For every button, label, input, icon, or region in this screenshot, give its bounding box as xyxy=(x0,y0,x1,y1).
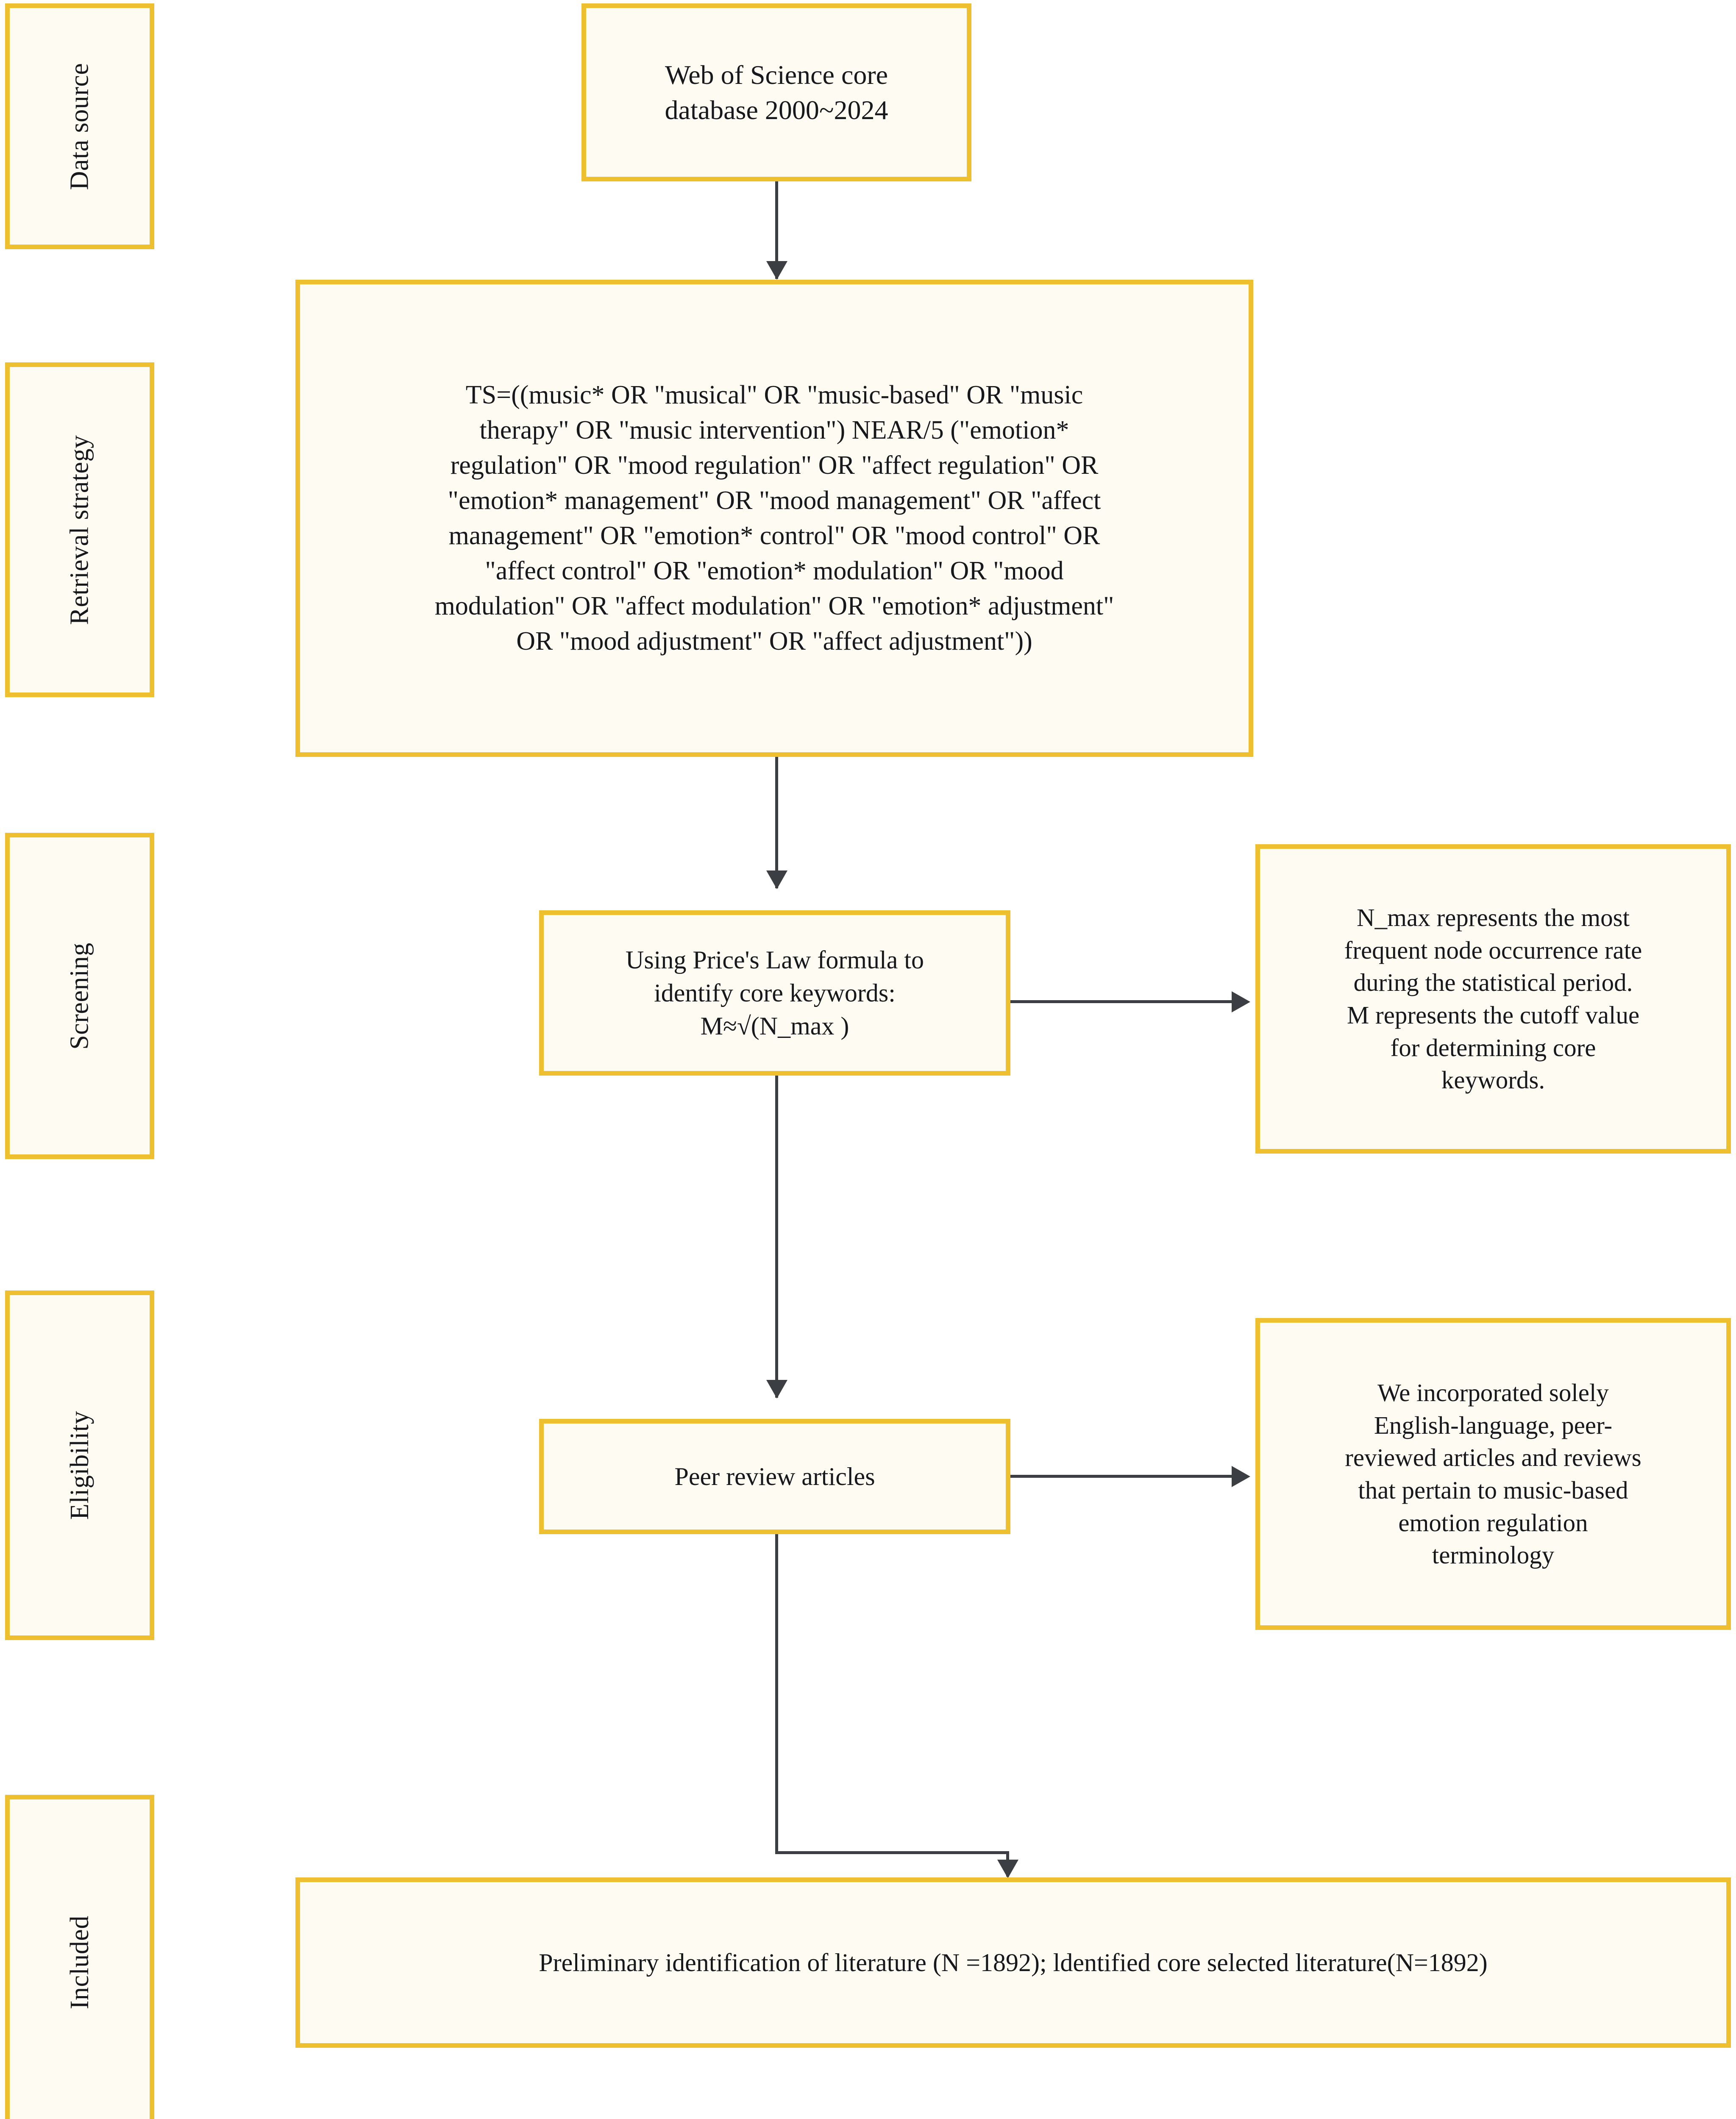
connector-query-to-price-line xyxy=(775,757,778,888)
connector-peer-to-included-vertical xyxy=(775,1534,778,1854)
box-inclusion-criteria: We incorporated solely English-language,… xyxy=(1255,1318,1731,1630)
connector-peer-to-criteria-arrowhead xyxy=(1232,1466,1250,1487)
stage-label-included: Included xyxy=(5,1795,154,2119)
box-data-source: Web of Science core database 2000~2024 xyxy=(581,3,971,181)
box-retrieval-query-text: TS=((music* OR "musical" OR "music-based… xyxy=(434,380,1114,656)
stage-label-text: Included xyxy=(65,1915,94,2009)
stage-label-text: Screening xyxy=(65,942,94,1050)
connector-source-to-query-line xyxy=(775,181,778,279)
connector-peer-to-included-horizontal xyxy=(775,1851,1009,1854)
connector-source-to-query-arrowhead xyxy=(766,261,787,280)
connector-query-to-price-arrowhead xyxy=(766,870,787,889)
connector-price-to-nmax-arrowhead xyxy=(1232,991,1250,1012)
connector-price-to-peer-line xyxy=(775,1076,778,1398)
box-nmax-note-text: N_max represents the most frequent node … xyxy=(1344,903,1642,1094)
box-data-source-text: Web of Science core database 2000~2024 xyxy=(665,59,888,125)
stage-label-text: Retrieval strategy xyxy=(65,435,94,625)
stage-label-text: Eligibility xyxy=(65,1411,94,1520)
connector-price-to-nmax-line xyxy=(1010,1000,1235,1003)
box-included-total-text: Preliminary identification of literature… xyxy=(539,1949,1488,1977)
stage-label-data-source: Data source xyxy=(5,3,154,249)
connector-price-to-peer-arrowhead xyxy=(766,1380,787,1399)
box-nmax-note: N_max represents the most frequent node … xyxy=(1255,844,1731,1154)
connector-peer-to-included-arrowhead xyxy=(997,1860,1018,1878)
stage-label-eligibility: Eligibility xyxy=(5,1290,154,1640)
stage-label-text: Data source xyxy=(65,63,94,190)
box-included-total: Preliminary identification of literature… xyxy=(295,1877,1731,2048)
stage-label-retrieval-strategy: Retrieval strategy xyxy=(5,362,154,697)
box-peer-review-text: Peer review articles xyxy=(674,1463,875,1491)
connector-peer-to-criteria-line xyxy=(1010,1475,1235,1478)
box-price-law: Using Price's Law formula to identify co… xyxy=(539,910,1010,1076)
box-peer-review: Peer review articles xyxy=(539,1419,1010,1534)
box-retrieval-query: TS=((music* OR "musical" OR "music-based… xyxy=(295,280,1253,757)
box-inclusion-criteria-text: We incorporated solely English-language,… xyxy=(1345,1378,1641,1569)
stage-label-screening: Screening xyxy=(5,833,154,1159)
box-price-law-text: Using Price's Law formula to identify co… xyxy=(625,946,924,1040)
